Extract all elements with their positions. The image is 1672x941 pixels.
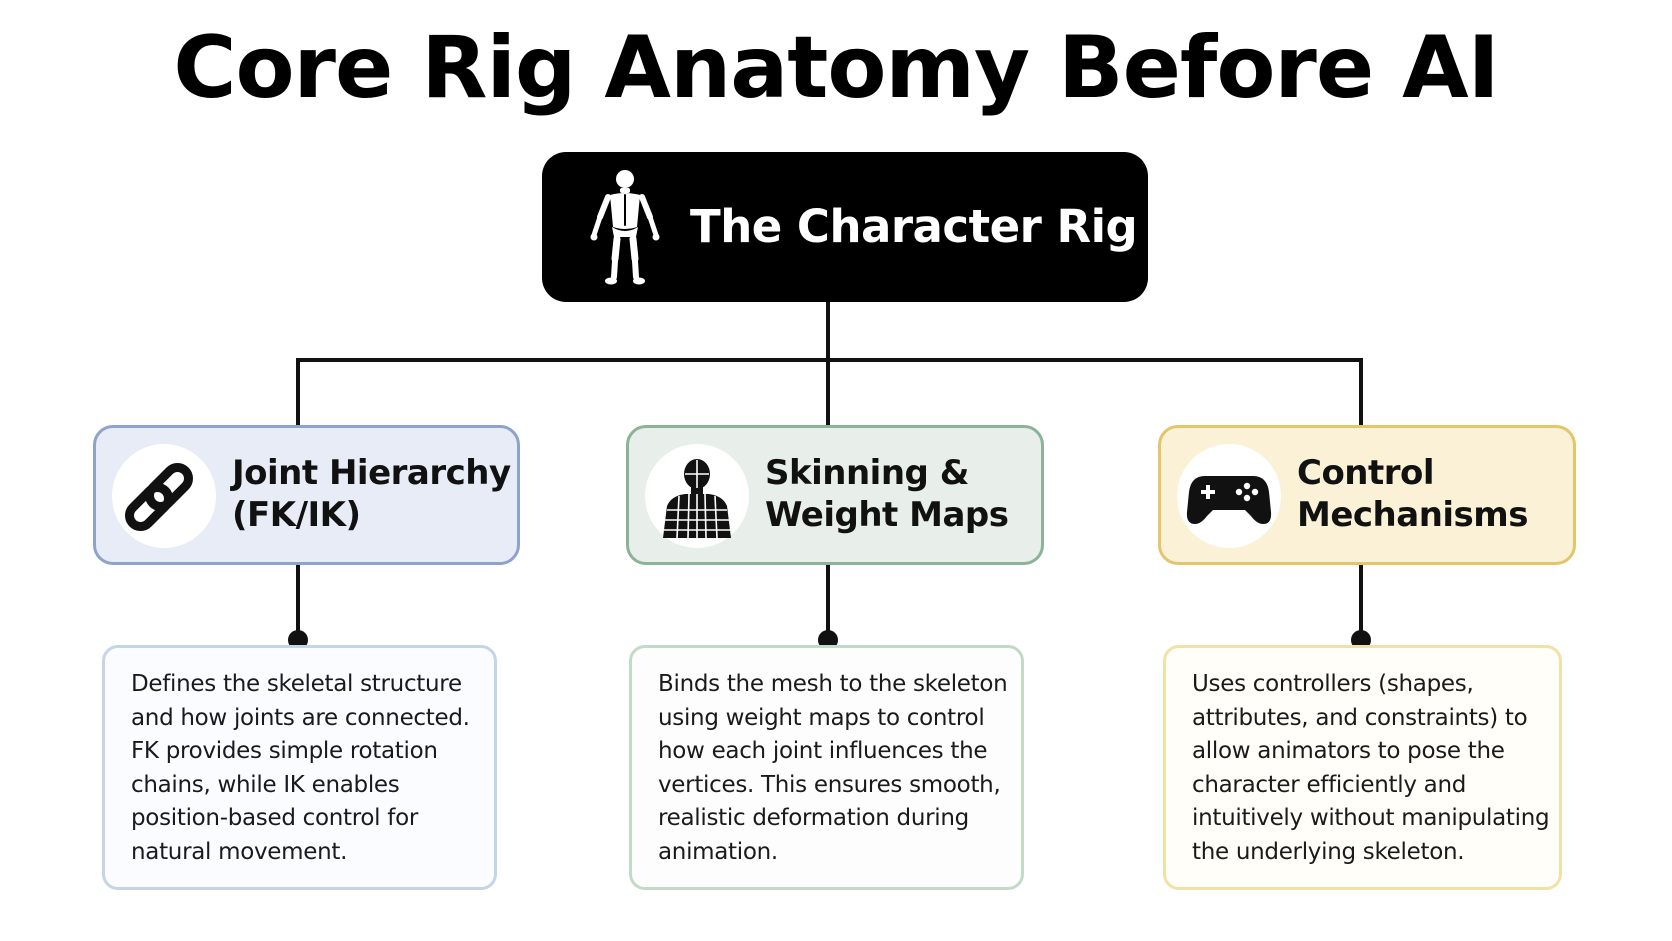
icon-badge	[645, 444, 749, 548]
chain-link-icon	[125, 463, 193, 531]
category-joint-hierarchy[interactable]: Joint Hierarchy (FK/IK)	[93, 425, 520, 565]
category-skinning-weight-maps[interactable]: Skinning & Weight Maps	[626, 425, 1044, 565]
diagram-title: Core Rig Anatomy Before AI	[173, 18, 1499, 118]
gamepad-icon	[1186, 476, 1272, 524]
description-text: Defines the skeletal structure and how j…	[131, 671, 470, 865]
icon-badge	[1177, 444, 1281, 548]
category-label: Skinning & Weight Maps	[765, 453, 1009, 535]
description-control-mechanisms: Uses controllers (shapes, attributes, an…	[1163, 645, 1562, 890]
description-skinning-weight-maps: Binds the mesh to the skeleton using wei…	[629, 645, 1024, 890]
category-control-mechanisms[interactable]: Control Mechanisms	[1158, 425, 1576, 565]
icon-badge	[112, 444, 216, 548]
root-node[interactable]: The Character Rig	[542, 152, 1148, 302]
category-label: Joint Hierarchy (FK/IK)	[232, 453, 511, 535]
body-mesh-icon	[663, 459, 731, 539]
category-label: Control Mechanisms	[1297, 453, 1528, 535]
root-label: The Character Rig	[690, 200, 1138, 253]
description-joint-hierarchy: Defines the skeletal structure and how j…	[102, 645, 497, 890]
description-text: Binds the mesh to the skeleton using wei…	[658, 671, 1008, 865]
skeleton-figure-icon	[590, 170, 660, 285]
description-text: Uses controllers (shapes, attributes, an…	[1192, 671, 1550, 865]
